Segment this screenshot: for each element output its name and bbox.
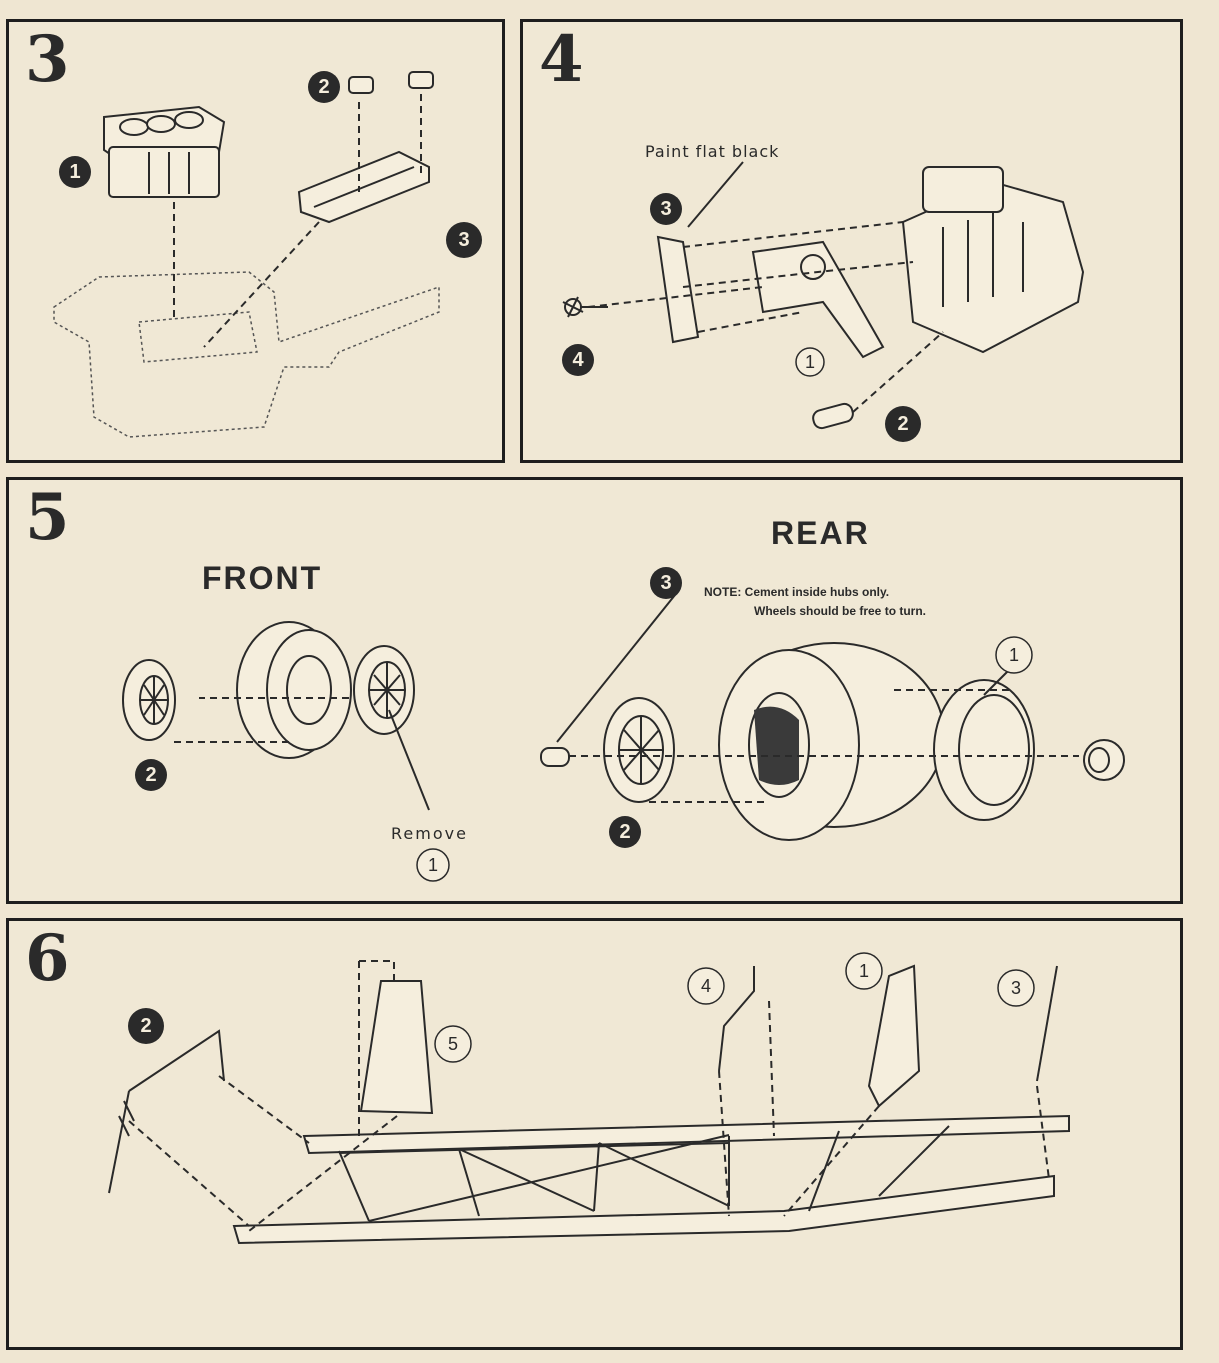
rod-part	[1036, 965, 1058, 1082]
pin-part	[812, 402, 854, 430]
front-tire-part	[236, 621, 352, 759]
step-6-panel: 6 2 5	[6, 918, 1183, 1350]
svg-text:1: 1	[69, 161, 80, 183]
part-badge: 3	[650, 193, 682, 225]
fan-part	[562, 296, 608, 318]
svg-text:1: 1	[805, 352, 815, 372]
engine-plate-part	[751, 240, 885, 359]
breather-part	[408, 71, 434, 89]
engine-part	[901, 166, 1085, 354]
step-6-illustration: 2 5 4 1 3	[108, 952, 1070, 1245]
part-badge: 1	[795, 347, 825, 377]
svg-text:2: 2	[619, 821, 630, 843]
paint-note: Paint flat black	[645, 142, 780, 161]
rear-inner-rim-part	[933, 679, 1035, 821]
part-badge: 2	[885, 406, 921, 442]
svg-text:1: 1	[428, 855, 438, 875]
svg-text:1: 1	[859, 961, 869, 981]
step-number: 3	[25, 22, 70, 97]
rear-hub-part	[603, 697, 675, 803]
part-badge: 2	[135, 759, 167, 791]
seat-back-part	[359, 980, 434, 1115]
svg-text:2: 2	[318, 76, 329, 98]
step-5-illustration: 2 1 3 1 2	[122, 567, 1125, 882]
engine-block-outline	[53, 271, 440, 438]
svg-text:3: 3	[660, 572, 671, 594]
front-hub-part	[122, 659, 176, 741]
svg-text:2: 2	[897, 413, 908, 435]
step-3-illustration: 1 2 3	[53, 71, 482, 438]
svg-text:3: 3	[458, 229, 469, 251]
part-badge: 3	[650, 567, 682, 599]
part-badge: 5	[434, 1025, 472, 1063]
step-number: 4	[539, 22, 584, 97]
svg-text:2: 2	[140, 1015, 151, 1037]
front-hub-remove-part	[353, 645, 415, 735]
step-number: 6	[25, 921, 70, 996]
fan-bracket-part	[656, 235, 700, 344]
rear-label: REAR	[771, 515, 870, 551]
part-badge: 3	[446, 222, 482, 258]
step-4-illustration: 3 4 1 2	[562, 161, 1085, 442]
part-badge: 1	[59, 156, 91, 188]
step-3-panel: 3 1 2 3	[6, 19, 505, 463]
svg-text:3: 3	[660, 198, 671, 220]
front-label: FRONT	[202, 560, 323, 596]
part-badge: 2	[308, 71, 340, 103]
rear-tire-part	[718, 642, 945, 841]
part-badge: 2	[128, 1008, 164, 1044]
axle-cap-part	[1083, 739, 1125, 781]
note-line-2: Wheels should be free to turn.	[754, 604, 927, 618]
blower-part	[103, 105, 226, 198]
part-badge: 4	[687, 967, 725, 1005]
step-4-panel: 4 Paint flat black 3 4	[520, 19, 1183, 463]
grille-part	[867, 964, 921, 1108]
cement-pin-part	[540, 747, 570, 767]
part-badge: 1	[995, 636, 1033, 674]
svg-text:4: 4	[572, 349, 584, 371]
steering-part	[718, 966, 755, 1072]
step-number: 5	[25, 480, 70, 555]
remove-label: Remove	[391, 824, 468, 843]
note-line-1: NOTE: Cement inside hubs only.	[704, 585, 890, 599]
part-badge: 1	[416, 848, 450, 882]
svg-text:2: 2	[145, 764, 156, 786]
svg-text:1: 1	[1009, 645, 1019, 665]
svg-text:3: 3	[1011, 978, 1021, 998]
part-badge: 1	[845, 952, 883, 990]
part-badge: 2	[609, 816, 641, 848]
breather-part	[348, 76, 374, 94]
rollbar-part	[108, 1029, 225, 1194]
part-badge: 3	[997, 969, 1035, 1007]
step-5-panel: 5 FRONT REAR NOTE: Cement inside hubs on…	[6, 477, 1183, 904]
svg-text:5: 5	[448, 1034, 458, 1054]
svg-text:4: 4	[701, 976, 711, 996]
part-badge: 4	[562, 344, 594, 376]
frame-part	[232, 1114, 1070, 1245]
